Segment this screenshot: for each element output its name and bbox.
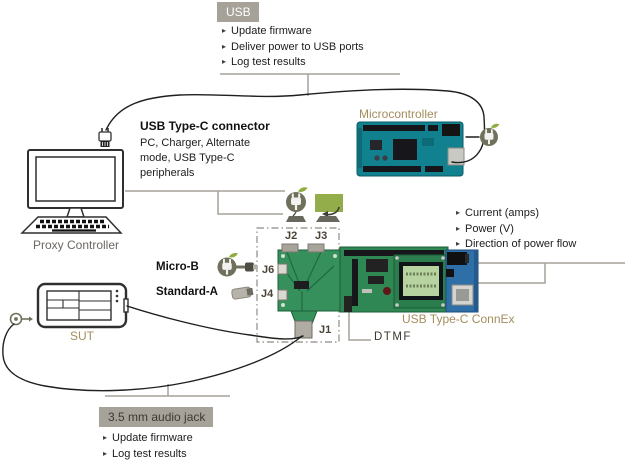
j1-receptacle [294,320,313,339]
cable-audiojack-to-j1 [2,323,303,392]
j6-receptacle [277,263,288,275]
audio-jack-connector-icon [9,312,33,326]
audio-jack-box: 3.5 mm audio jack [99,407,214,427]
typec-note-elbow [217,191,283,215]
standard-a-plug-icon [231,286,254,300]
list-item-text: Direction of power flow [465,238,577,250]
usb-plug-icon [98,128,112,147]
usb-feature-list: ▸ Update firmware ▸ Deliver power to USB… [222,24,364,71]
typec-note-title: USB Type-C connector [140,119,270,133]
port-label-j3: J3 [315,230,328,242]
list-item: ▸ Power (V) [456,222,576,238]
list-item-text: Deliver power to USB ports [231,40,364,53]
port-label-j4: J4 [261,288,274,300]
list-item: ▸ Update firmware [222,24,364,40]
list-item: ▸ Log test results [103,447,193,463]
port-label-j2: J2 [285,230,298,242]
j3-receptacle [307,243,325,253]
list-item: ▸ Update firmware [103,431,193,447]
list-item-text: Update firmware [112,432,193,444]
j2-plug-icon [284,186,309,222]
port-label-j6: J6 [262,264,275,276]
measurement-list: ▸ Current (amps) ▸ Power (V) ▸ Direction… [456,206,576,253]
arrow-bullet-icon: ▸ [456,208,461,217]
dtmf-component [344,296,352,312]
cable-proxy-to-microcontroller [105,88,486,164]
j4-receptacle [277,289,288,301]
micro-b-plug-icon [216,251,257,278]
connex-board-icon [277,243,479,339]
j3-monitor-icon [315,194,343,222]
dtmf-pointer-line [348,311,371,341]
sut-device-icon [36,282,129,329]
arrow-bullet-icon: ▸ [222,41,227,51]
microcontroller-label: Microcontroller [359,107,438,121]
list-item: ▸ Current (amps) [456,206,576,222]
list-item: ▸ Deliver power to USB ports [222,40,364,56]
usb-box: USB [217,2,259,22]
port-label-j1: J1 [319,324,332,336]
barrel-jack [447,252,467,265]
cable-sut-to-j1 [126,305,304,340]
dtmf-label: DTMF [374,331,412,343]
j2-receptacle [281,243,299,253]
microcontroller-plug-icon [479,122,501,147]
list-item-text: Log test results [231,56,306,68]
arrow-bullet-icon: ▸ [456,223,461,233]
list-item-text: Log test results [112,447,187,460]
connex-label: USB Type-C ConnEx [402,312,515,326]
sut-label: SUT [70,329,94,343]
typec-module-dashed-box [256,227,340,343]
measure-line-bottom [477,263,546,284]
standard-a-label: Standard-A [156,286,218,298]
arrow-bullet-icon: ▸ [103,448,108,458]
typec-note-body: PC, Charger, Alternate mode, USB Type-C … [140,137,251,179]
microcontroller-board-icon [356,121,465,177]
list-item-text: Update firmware [231,25,312,37]
arrow-bullet-icon: ▸ [222,57,227,66]
list-item: ▸ Direction of power flow [456,237,576,253]
arrow-bullet-icon: ▸ [456,239,461,248]
proxy-computer-icon [20,149,124,234]
audio-feature-list: ▸ Update firmware ▸ Log test results [103,431,193,462]
list-item-text: Power (V) [465,222,514,235]
micro-b-label: Micro-B [156,261,199,273]
list-item: ▸ Log test results [222,55,364,71]
cables [2,88,486,392]
arrow-bullet-icon: ▸ [103,433,108,442]
typec-note: USB Type-C connector PC, Charger, Altern… [140,119,270,181]
arrow-bullet-icon: ▸ [222,26,227,35]
connector-lines [105,73,625,397]
proxy-controller-label: Proxy Controller [32,238,120,252]
list-item-text: Current (amps) [465,207,539,219]
